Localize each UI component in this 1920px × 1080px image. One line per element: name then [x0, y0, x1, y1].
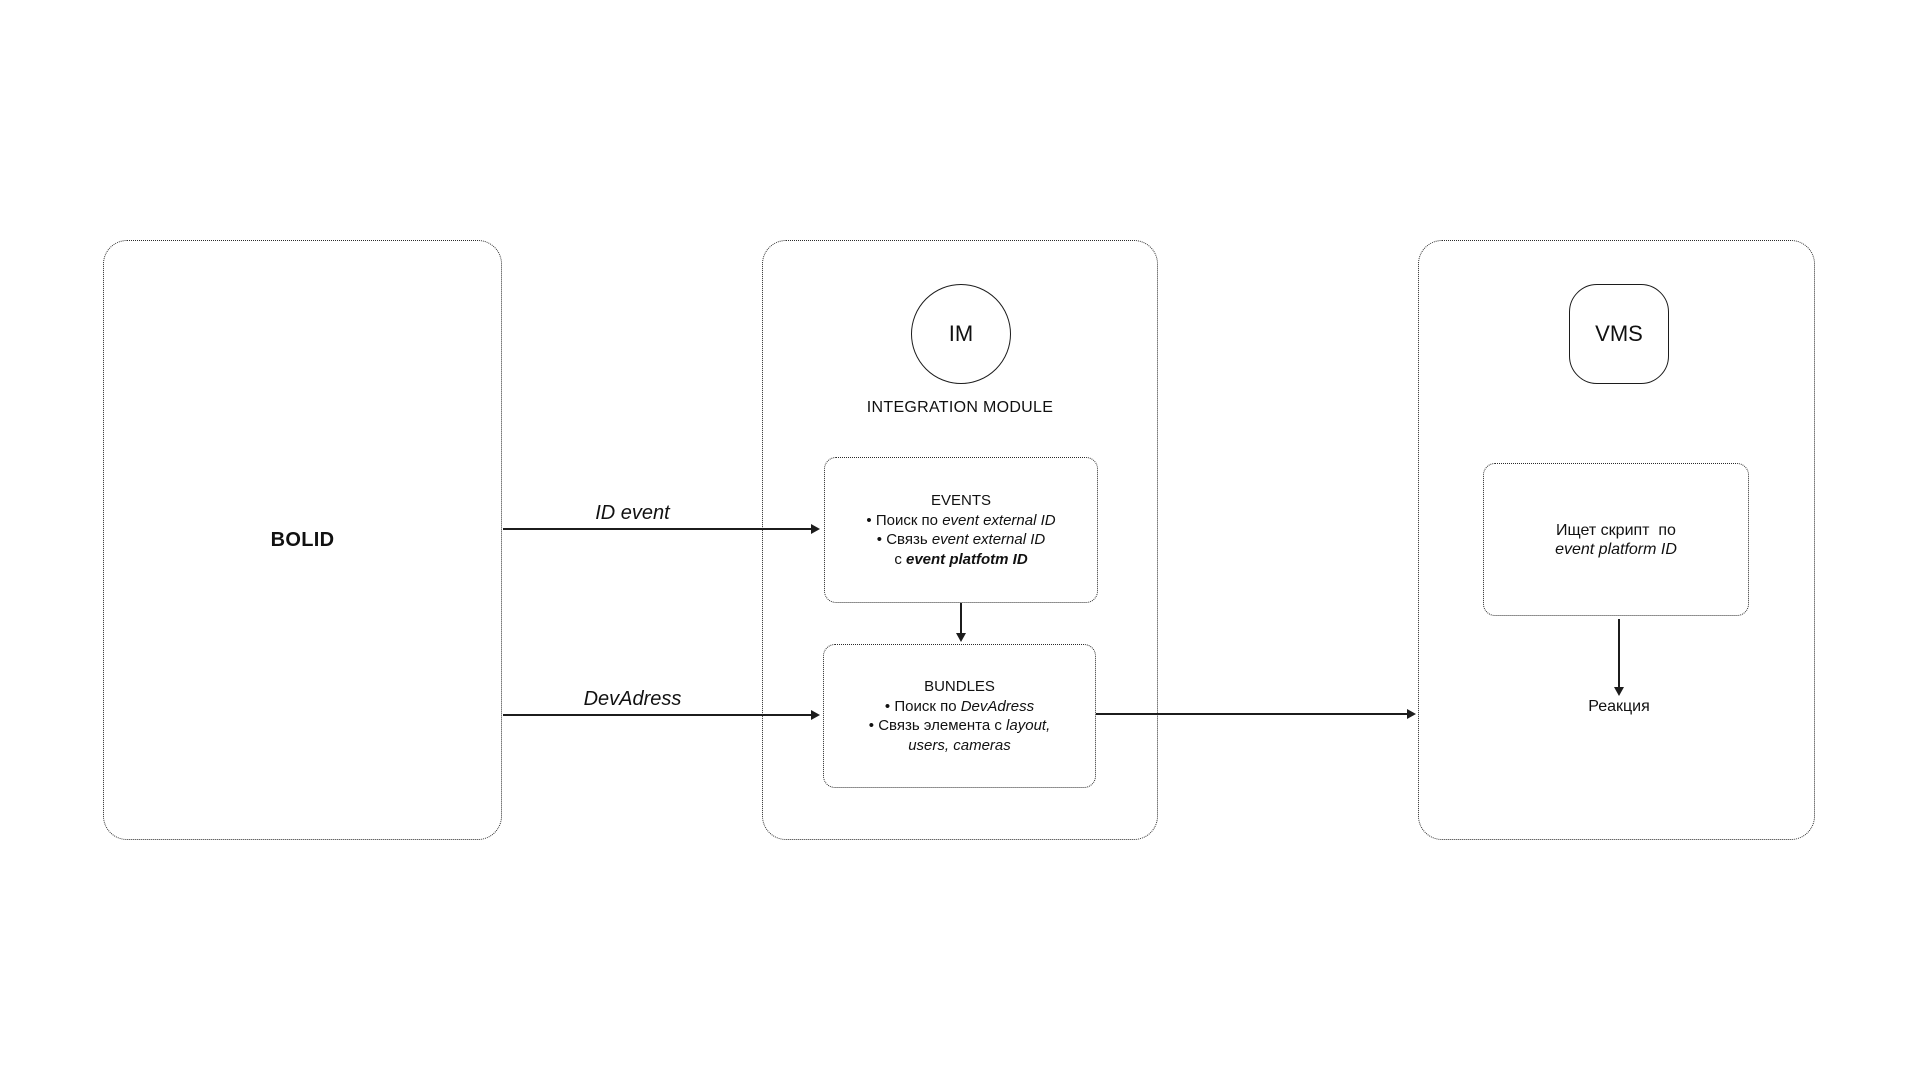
bullet-icon: • — [866, 511, 872, 529]
script-box-line-2-italic: event platform ID — [1555, 540, 1677, 558]
bullet-icon: • — [876, 531, 883, 548]
events-line-3-text: с — [894, 550, 902, 568]
events-to-bundles-arrow-line — [960, 603, 962, 633]
bundles-bullet-2-continuation: users, cameras — [908, 736, 1011, 756]
arrow-head-right-icon — [811, 524, 820, 534]
bundles-bullet-2: • Связь элемента с layout, — [869, 716, 1051, 736]
vms-badge-label: VMS — [1595, 321, 1643, 346]
events-bullet-2-continuation: с event platfotm ID — [894, 550, 1027, 570]
im-circle-badge: IM — [911, 284, 1011, 384]
integration-module-caption: INTEGRATION MODULE — [866, 399, 1054, 416]
bullet-icon: • — [884, 697, 891, 715]
dev-adress-arrow-label: DevAdress — [583, 688, 682, 710]
bundles-bullet-1-italic: DevAdress — [960, 697, 1035, 715]
bundles-bullet-1: • Поиск по DevAdress — [885, 697, 1034, 717]
bullet-icon: • — [868, 717, 875, 734]
vms-container: VMS Ищет скрипт по event platform ID Реа… — [1418, 240, 1815, 840]
integration-module-container: IM INTEGRATION MODULE EVENTS • Поиск по … — [762, 240, 1158, 840]
events-title: EVENTS — [930, 492, 991, 509]
bolid-container: BOLID — [103, 240, 502, 840]
arrow-head-down-icon — [956, 633, 966, 642]
arrow-head-down-icon — [1614, 687, 1624, 696]
events-bullet-2-italic: event external ID — [931, 531, 1046, 548]
bundles-box: BUNDLES • Поиск по DevAdress • Связь эле… — [823, 644, 1096, 788]
script-box-line-1: Ищет скрипт по — [1556, 521, 1676, 539]
bundles-bullet-1-text: Поиск по — [894, 697, 957, 715]
bundles-bullet-2-text: Связь элемента с — [878, 717, 1002, 734]
bundles-to-vms-arrow-line — [1096, 713, 1407, 715]
arrow-head-right-icon — [811, 710, 820, 720]
vms-square-badge: VMS — [1569, 284, 1669, 384]
id-event-arrow-line — [503, 528, 811, 530]
script-lookup-box: Ищет скрипт по event platform ID — [1483, 463, 1749, 616]
events-bullet-1-italic: event external ID — [942, 511, 1056, 529]
events-bullet-2: • Связь event external ID — [877, 530, 1045, 550]
bolid-title: BOLID — [270, 528, 335, 551]
events-box: EVENTS • Поиск по event external ID • Св… — [824, 457, 1098, 603]
bundles-title: BUNDLES — [924, 678, 995, 695]
bundles-line-3-italic: users, cameras — [908, 736, 1011, 754]
script-to-reaction-arrow-line — [1618, 619, 1620, 687]
im-badge-label: IM — [948, 321, 974, 346]
id-event-arrow-label: ID event — [595, 502, 670, 524]
events-line-3-bold-italic: event platfotm ID — [905, 550, 1028, 568]
arrow-head-right-icon — [1407, 709, 1416, 719]
reaction-label: Реакция — [1588, 698, 1650, 715]
events-bullet-2-text: Связь — [886, 531, 928, 548]
events-bullet-1: • Поиск по event external ID — [866, 511, 1055, 531]
dev-adress-arrow-line — [503, 714, 811, 716]
bundles-bullet-2-italic: layout, — [1006, 717, 1051, 734]
events-bullet-1-text: Поиск по — [875, 511, 939, 529]
